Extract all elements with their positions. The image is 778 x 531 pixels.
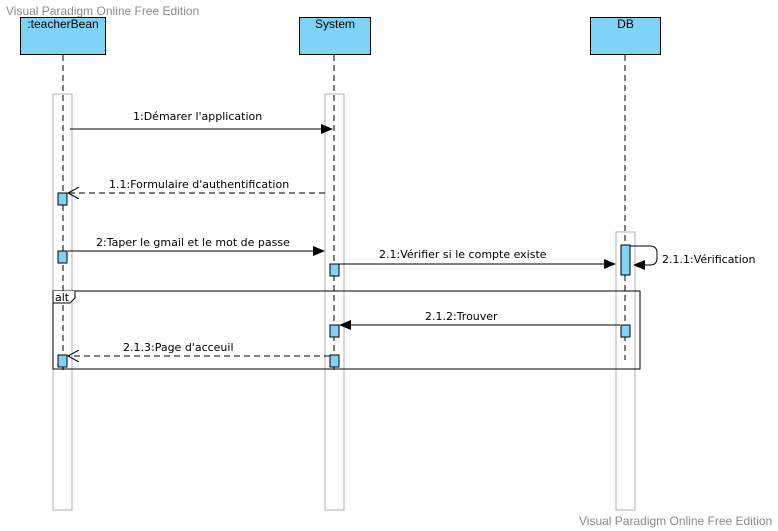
system-label: System [314, 17, 355, 31]
message-1-label: 1:Démarer l'application [133, 110, 263, 123]
teacher-activation-1 [57, 192, 68, 206]
system-lifeline-frame [324, 93, 345, 511]
message-1-1-label: 1.1:Formulaire d'authentification [109, 178, 290, 191]
alt-fragment-label: alt [55, 291, 70, 304]
alt-fragment-tab [52, 291, 76, 304]
message-2-label: 2:Taper le gmail et le mot de passe [96, 236, 290, 249]
db-activation-2 [620, 324, 631, 338]
db-lifeline-frame [615, 231, 636, 511]
message-2-1-2-label: 2.1.2:Trouver [425, 310, 498, 323]
db-lifeline-head: DB [590, 17, 661, 55]
teacher-activation-2 [57, 250, 68, 264]
message-2-1-1-self-arrow [630, 245, 658, 270]
watermark-bottom: Visual Paradigm Online Free Edition [579, 514, 773, 528]
db-label: DB [617, 17, 634, 31]
teacherbean-label: :teacherBean [27, 17, 99, 31]
alt-fragment [52, 290, 641, 370]
message-2-1-1-label: 2.1.1:Vérification [662, 253, 756, 266]
message-2-1-3-label: 2.1.3:Page d'acceuil [123, 341, 234, 354]
system-activation-3 [329, 354, 340, 368]
watermark-top: Visual Paradigm Online Free Edition [6, 4, 200, 18]
db-activation-1 [620, 244, 631, 276]
system-activation-2 [329, 324, 340, 338]
teacherbean-lifeline-head: :teacherBean [20, 17, 106, 55]
system-lifeline-head: System [299, 17, 371, 55]
system-activation-1 [329, 263, 340, 277]
teacher-activation-3 [57, 354, 68, 368]
message-2-1-label: 2.1:Vérifier si le compte existe [379, 248, 547, 261]
